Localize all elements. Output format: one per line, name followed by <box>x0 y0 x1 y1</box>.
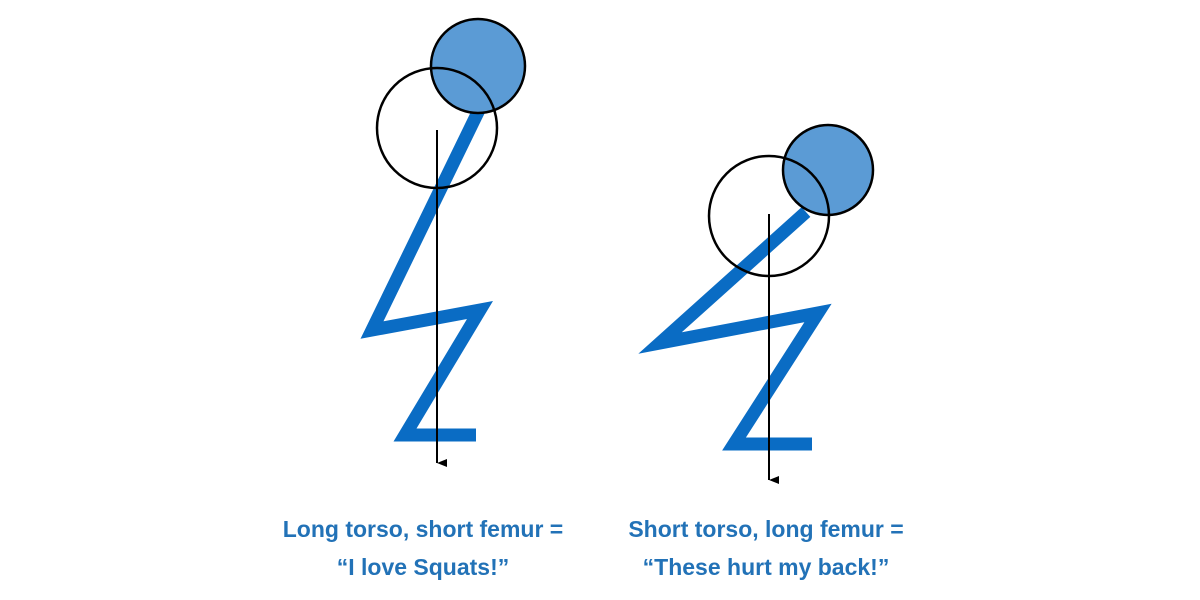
body-limbs <box>638 207 832 451</box>
caption-line-2: “I love Squats!” <box>336 554 510 580</box>
figure-short-torso <box>638 123 875 484</box>
caption-long-torso: Long torso, short femur = “I love Squats… <box>243 510 603 586</box>
body-limbs <box>360 105 493 442</box>
caption-line-1: Long torso, short femur = <box>282 516 564 542</box>
caption-line-2: “These hurt my back!” <box>642 554 890 580</box>
head-circle <box>429 17 527 115</box>
caption-line-1: Short torso, long femur = <box>628 516 904 542</box>
caption-short-torso: Short torso, long femur = “These hurt my… <box>586 510 946 586</box>
figure-long-torso <box>360 17 527 467</box>
